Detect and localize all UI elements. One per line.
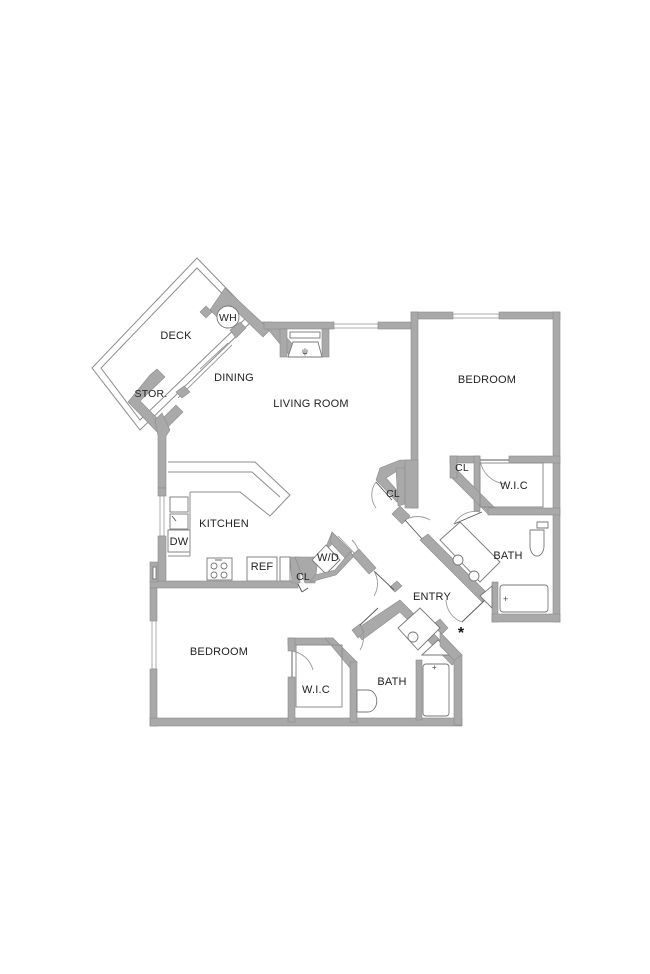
storage-closet	[127, 368, 191, 436]
storage-label: STOR.	[134, 388, 168, 400]
kitchen-label: KITCHEN	[199, 518, 249, 530]
wic-1-label: W.I.C	[500, 480, 528, 492]
svg-text:+: +	[503, 594, 508, 604]
svg-text:+: +	[432, 663, 437, 672]
water-heater-closet	[199, 287, 271, 339]
hall-walls	[351, 459, 491, 666]
bedroom-1-walls: +	[404, 311, 561, 623]
dishwasher-label: DW	[169, 536, 189, 548]
dining-label: DINING	[214, 372, 254, 384]
deck-label: DECK	[160, 330, 192, 342]
bedroom-1-label: BEDROOM	[457, 374, 517, 386]
closet-bedroom-1-label: CL	[455, 462, 469, 474]
water-heater-label: WH	[219, 312, 237, 324]
entry-marker: *	[457, 625, 465, 642]
entry-label: ENTRY	[412, 591, 452, 603]
svg-text:ψ: ψ	[302, 347, 308, 356]
deck-outline	[91, 257, 256, 431]
living-walls: ψ	[154, 321, 417, 585]
wic-2-label: W.I.C	[302, 684, 330, 696]
living-room-label: LIVING ROOM	[273, 398, 349, 410]
closet-living-label: CL	[386, 488, 400, 500]
closet-kitchen-label: CL	[296, 571, 310, 583]
bath-1-label: BATH	[493, 550, 523, 562]
refrigerator-label: REF	[250, 561, 274, 573]
washer-dryer-label: W/D	[317, 552, 339, 564]
bath-2-label: BATH	[377, 676, 407, 688]
kitchen-counter	[167, 461, 291, 582]
bedroom-2-label: BEDROOM	[189, 646, 249, 658]
bedroom-2-walls: +	[149, 587, 463, 727]
